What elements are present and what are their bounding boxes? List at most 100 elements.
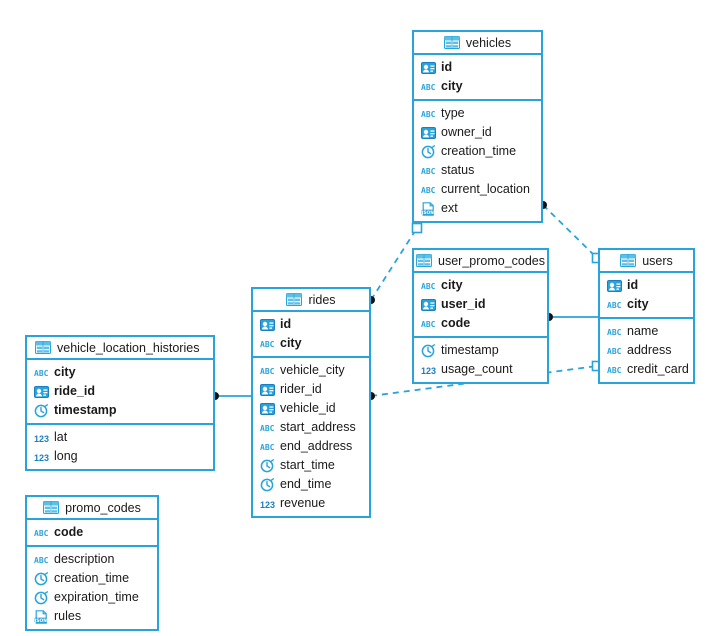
123-icon: 123 — [421, 363, 436, 377]
relationship-vehicle_location_histories-to-rides[interactable] — [211, 392, 251, 400]
svg-text:ABC: ABC — [34, 529, 49, 538]
field-name-label: creation_time — [441, 144, 517, 159]
svg-text:123: 123 — [421, 366, 436, 376]
clock-icon — [260, 458, 275, 473]
123-icon: 123 — [34, 450, 49, 464]
id-card-icon — [421, 126, 436, 140]
field-row[interactable]: JSON rules — [27, 607, 157, 626]
field-name-label: end_time — [280, 477, 332, 492]
table-icon — [620, 254, 637, 267]
field-name-label: city — [441, 278, 463, 293]
abc-icon: ABC — [34, 526, 49, 540]
field-row[interactable]: start_time — [253, 456, 369, 475]
entity-title-vehicle_location_histories: vehicle_location_histories — [27, 337, 213, 360]
id-card-icon — [421, 61, 436, 75]
clock-icon — [34, 590, 49, 605]
field-name-label: vehicle_id — [280, 401, 336, 416]
column-section: timestamp 123 usage_count — [414, 338, 547, 382]
field-row[interactable]: ABC city — [253, 334, 369, 353]
field-row[interactable]: rider_id — [253, 380, 369, 399]
svg-text:ABC: ABC — [421, 83, 436, 92]
field-row[interactable]: expiration_time — [27, 588, 157, 607]
field-name-label: usage_count — [441, 362, 513, 377]
svg-text:ABC: ABC — [260, 424, 275, 433]
field-name-label: address — [627, 343, 672, 358]
field-name-label: expiration_time — [54, 590, 139, 605]
field-row[interactable]: 123 usage_count — [414, 360, 547, 379]
field-name-label: city — [441, 79, 463, 94]
field-row[interactable]: id — [414, 58, 541, 77]
field-row[interactable]: ABC name — [600, 322, 693, 341]
field-row[interactable]: timestamp — [414, 341, 547, 360]
field-row[interactable]: ABC city — [414, 77, 541, 96]
id-card-icon — [607, 279, 622, 293]
json-icon: JSON — [34, 609, 49, 624]
svg-text:ABC: ABC — [421, 110, 436, 119]
svg-text:ABC: ABC — [260, 340, 275, 349]
field-row[interactable]: creation_time — [27, 569, 157, 588]
abc-icon: ABC — [607, 298, 622, 312]
abc-icon: ABC — [607, 325, 622, 339]
entity-name-label: rides — [308, 292, 336, 307]
svg-text:123: 123 — [260, 500, 275, 510]
svg-text:ABC: ABC — [34, 556, 49, 565]
field-row[interactable]: timestamp — [27, 401, 213, 420]
abc-icon: ABC — [607, 344, 622, 358]
entity-title-promo_codes: promo_codes — [27, 497, 157, 520]
abc-icon: ABC — [421, 107, 436, 121]
field-name-label: name — [627, 324, 659, 339]
field-row[interactable]: user_id — [414, 295, 547, 314]
field-row[interactable]: ABC status — [414, 161, 541, 180]
field-row[interactable]: owner_id — [414, 123, 541, 142]
clock-icon — [421, 144, 436, 159]
field-name-label: city — [280, 336, 302, 351]
field-row[interactable]: id — [600, 276, 693, 295]
svg-text:ABC: ABC — [607, 347, 622, 356]
entity-name-label: vehicles — [465, 35, 512, 50]
field-row[interactable]: ABC address — [600, 341, 693, 360]
table-icon — [35, 341, 51, 354]
svg-text:ABC: ABC — [421, 186, 436, 195]
field-row[interactable]: end_time — [253, 475, 369, 494]
field-name-label: status — [441, 163, 475, 178]
field-row[interactable]: id — [253, 315, 369, 334]
field-row[interactable]: ride_id — [27, 382, 213, 401]
entity-title-users: users — [600, 250, 693, 273]
field-row[interactable]: creation_time — [414, 142, 541, 161]
field-name-label: rules — [54, 609, 82, 624]
field-row[interactable]: vehicle_id — [253, 399, 369, 418]
entity-name-label: users — [642, 253, 673, 268]
field-name-label: creation_time — [54, 571, 130, 586]
abc-icon: ABC — [421, 317, 436, 331]
relationship-user_promo_codes-to-users[interactable] — [545, 313, 598, 321]
table-icon — [286, 293, 303, 306]
svg-text:ABC: ABC — [421, 167, 436, 176]
123-icon: 123 — [34, 431, 49, 445]
field-name-label: id — [441, 60, 453, 75]
field-name-label: owner_id — [441, 125, 492, 140]
